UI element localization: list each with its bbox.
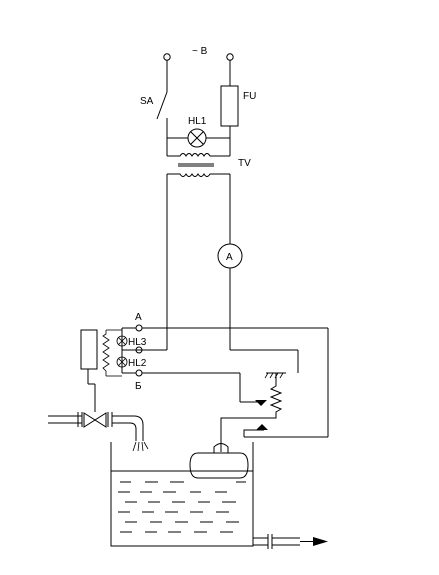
inlet-pipe-bend bbox=[112, 415, 144, 441]
contact-upper-arrow-icon bbox=[256, 424, 268, 430]
supply-terminal-left bbox=[163, 53, 171, 61]
supply-label: ~ B bbox=[192, 46, 208, 57]
switch-label: SA bbox=[140, 96, 154, 107]
contact-lower-arrow-icon bbox=[255, 400, 267, 406]
ammeter: A bbox=[217, 174, 299, 373]
contact-upper-lever bbox=[243, 429, 264, 437]
transformer-tv: TV bbox=[167, 153, 251, 177]
tank bbox=[110, 442, 254, 547]
terminal-b-icon bbox=[135, 369, 143, 377]
lamp-hl3-label: HL3 bbox=[128, 337, 147, 348]
signal-lamps: HL3 HL2 bbox=[116, 328, 147, 373]
terminal-a-circuit: A bbox=[122, 312, 329, 438]
lamp-hl2-label: HL2 bbox=[128, 358, 147, 369]
transformer-primary bbox=[167, 153, 230, 157]
gauge-coil bbox=[102, 330, 110, 376]
switch-sa: SA bbox=[140, 60, 168, 156]
water-fill bbox=[118, 481, 246, 533]
transformer-secondary bbox=[167, 173, 230, 177]
terminal-b-circuit: Б bbox=[122, 369, 267, 406]
float-icon bbox=[189, 452, 249, 479]
tank-body bbox=[110, 442, 254, 547]
ammeter-label: A bbox=[226, 252, 233, 263]
terminal-a-label: A bbox=[135, 312, 142, 323]
terminal-mid-icon bbox=[135, 346, 143, 354]
fuse-label: FU bbox=[243, 91, 256, 102]
water-spray-icon bbox=[132, 441, 149, 452]
terminal-b-label: Б bbox=[135, 381, 142, 392]
fuse-body bbox=[220, 85, 239, 127]
spring-coil bbox=[220, 373, 283, 452]
pressure-gauge bbox=[80, 329, 122, 412]
fuse-fu: FU bbox=[220, 60, 256, 156]
inlet-pipe bbox=[48, 412, 149, 452]
relay-spring bbox=[220, 372, 286, 452]
valve-icon bbox=[83, 412, 107, 428]
lamp-hl2-icon bbox=[116, 356, 128, 368]
lamp-hl1-label: HL1 bbox=[188, 116, 207, 127]
transformer-label: TV bbox=[238, 158, 251, 169]
gauge-body bbox=[80, 329, 98, 370]
switch-blade bbox=[156, 91, 168, 120]
supply-terminal-right bbox=[226, 53, 234, 61]
float-rod-cap bbox=[213, 443, 229, 453]
left-conductor bbox=[122, 174, 168, 351]
lamp-hl3-icon bbox=[116, 335, 128, 347]
lamp-hl1: HL1 bbox=[167, 116, 230, 148]
terminal-a-icon bbox=[135, 324, 143, 332]
outlet-arrow-icon bbox=[313, 537, 328, 546]
supply-terminals: ~ B bbox=[163, 46, 234, 61]
outlet-pipe bbox=[253, 534, 328, 549]
